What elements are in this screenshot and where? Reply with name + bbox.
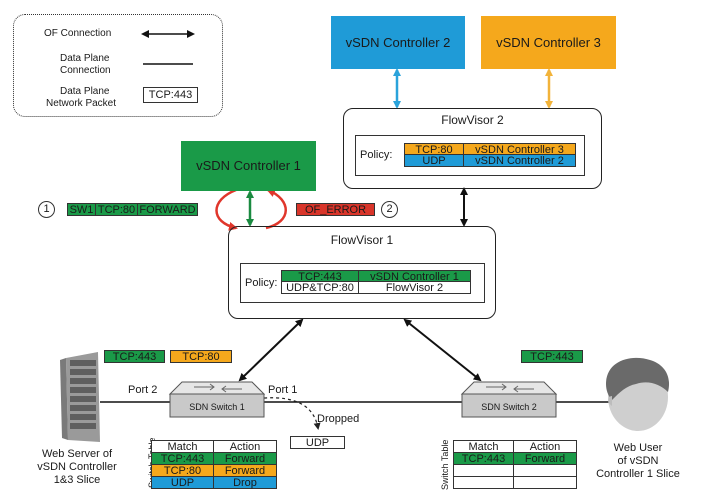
step2-of-error: OF_ERROR — [296, 203, 375, 216]
flowvisor-1-title: FlowVisor 1 — [330, 233, 394, 247]
vsdn-controller-1 — [181, 141, 316, 191]
step1-msg-action: FORWARD — [138, 203, 198, 216]
sw1-row1-action: Forward — [214, 453, 277, 465]
legend-data-connection-label-1: Data Plane — [60, 53, 110, 64]
server-caption-1: Web Server of — [41, 448, 113, 460]
switch1-shape — [168, 381, 266, 418]
server-caption-2: vSDN Controller — [37, 461, 117, 473]
sw1-row2-action: Forward — [214, 465, 277, 477]
sw1-header-match: Match — [151, 440, 214, 453]
fv2-row1-match: TCP:80 — [404, 143, 464, 156]
red-arrow-step1 — [215, 188, 238, 231]
fv1-row2-target: FlowVisor 2 — [359, 282, 471, 294]
vsdn-controller-2-label: vSDN Controller 2 — [345, 35, 451, 50]
switch2-label: SDN Switch 2 — [481, 402, 537, 412]
legend-packet-label-1: Data Plane — [60, 86, 110, 97]
server-rack-icon — [60, 352, 100, 442]
flowvisor-1 — [228, 226, 496, 319]
user-caption-3: Controller 1 Slice — [596, 468, 680, 480]
vsdn-controller-1-label: vSDN Controller 1 — [196, 158, 301, 173]
fv1-row1-target: vSDN Controller 1 — [359, 270, 471, 283]
dropped-label: Dropped — [317, 413, 360, 425]
user-caption-2: of vSDN — [617, 455, 659, 467]
fv2-row2-match: UDP — [404, 155, 464, 167]
flowvisor-1-policy-label: Policy: — [245, 277, 278, 289]
step1-msg-match: TCP:80 — [96, 203, 138, 216]
legend-packet-label-2: Network Packet — [46, 98, 117, 109]
user-caption-1: Web User — [613, 442, 663, 454]
fv1-row1-match: TCP:443 — [281, 270, 359, 283]
legend-of-connection-label: OF Connection — [44, 28, 112, 39]
flowvisor-2-policy-label: Policy: — [360, 149, 393, 161]
red-arrow-step2 — [265, 188, 287, 230]
fv1-sw2-arrow — [403, 318, 482, 382]
step-2-circle: 2 — [381, 201, 398, 218]
legend-data-connection-label-2: Connection — [60, 65, 111, 76]
switch2-shape — [460, 381, 558, 418]
sw2-header-action: Action — [514, 440, 577, 453]
user-head-icon — [606, 357, 670, 431]
sw1-row3-action: Drop — [214, 477, 277, 489]
sw2-row3-action — [514, 477, 577, 489]
sw1-row3-match: UDP — [151, 477, 214, 489]
fv1-sw1-arrow — [238, 318, 304, 382]
vsdn-controller-3-label: vSDN Controller 3 — [496, 35, 601, 50]
fv2-row1-target: vSDN Controller 3 — [464, 143, 576, 156]
sw1-row2-match: TCP:80 — [151, 465, 214, 477]
packet-right-tcp443: TCP:443 — [521, 350, 583, 363]
fv1-row2-match: UDP&TCP:80 — [281, 282, 359, 294]
sw2-row3-match — [453, 477, 514, 489]
fv2-row2-target: vSDN Controller 2 — [464, 155, 576, 167]
packet-left-tcp443: TCP:443 — [104, 350, 165, 363]
vsdn-controller-3 — [481, 16, 616, 69]
step-1-circle: 1 — [38, 201, 55, 218]
sw1-header-action: Action — [214, 440, 277, 453]
sw1-row1-match: TCP:443 — [151, 453, 214, 465]
legend-box — [13, 14, 223, 117]
packet-left-tcp80: TCP:80 — [170, 350, 232, 363]
sw2-row2-match — [453, 465, 514, 477]
switch1-port1: Port 1 — [268, 384, 298, 396]
dropped-udp-packet: UDP — [290, 436, 345, 449]
flowvisor-1-policy-frame — [240, 263, 485, 303]
sw2-header-match: Match — [453, 440, 514, 453]
sw2-row2-action — [514, 465, 577, 477]
switch2-table-label: Switch Table — [440, 439, 450, 490]
dropped-arrow — [263, 397, 321, 430]
flowvisor-2-title: FlowVisor 2 — [441, 113, 504, 127]
step1-msg-sw: SW1 — [67, 203, 96, 216]
flowvisor-2-policy-frame — [355, 135, 585, 176]
legend-packet-example: TCP:443 — [143, 87, 198, 103]
switch1-label: SDN Switch 1 — [189, 402, 245, 412]
flowvisor-2 — [343, 108, 602, 189]
vsdn-controller-2 — [331, 16, 465, 69]
server-caption-3: 1&3 Slice — [53, 474, 101, 486]
sw2-row1-action: Forward — [514, 453, 577, 465]
switch1-port2: Port 2 — [128, 384, 158, 396]
sw2-row1-match: TCP:443 — [453, 453, 514, 465]
